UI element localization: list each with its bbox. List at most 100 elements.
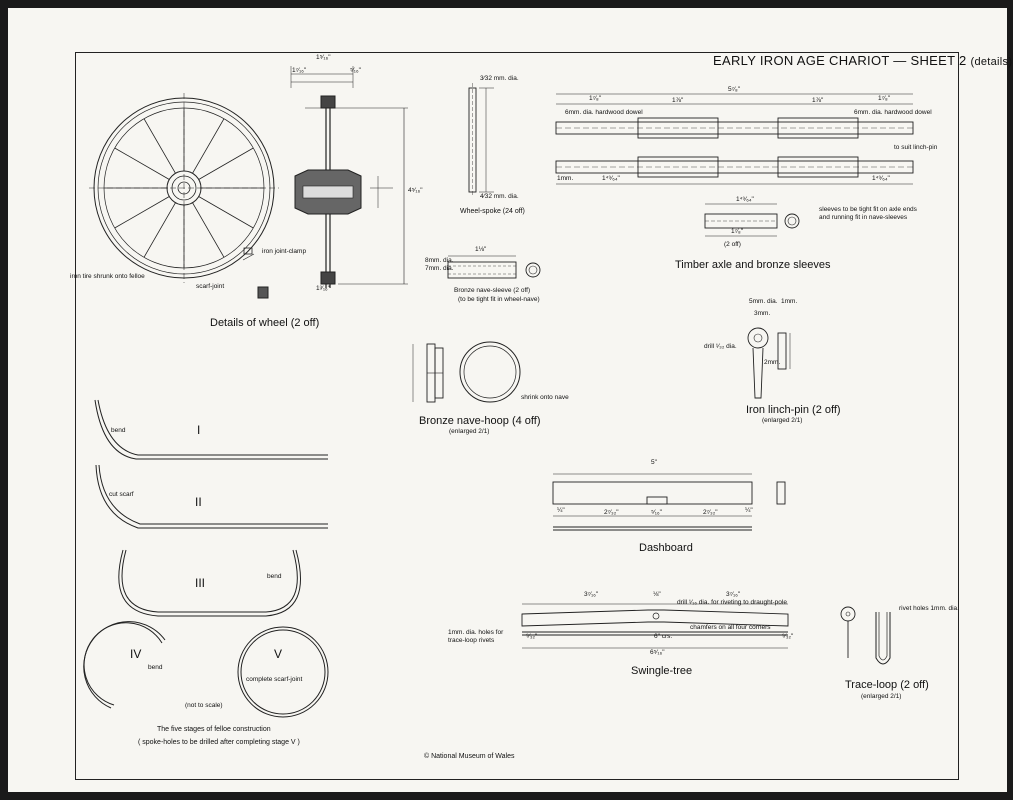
axle-dowel-right: 6mm. dia. hardwood dowel (854, 109, 932, 116)
swingle-dim-c: ⅛" (653, 591, 661, 598)
nave-sleeve-dia2: 7mm. dia. (425, 265, 454, 272)
axle-caption: Timber axle and bronze sleeves (675, 259, 831, 271)
axle-sleeve-note-1: sleeves to be tight fit on axle ends (819, 206, 917, 213)
swingle-chamfer: chamfers on all four corners (690, 624, 771, 631)
drawing-sheet: EARLY IRON AGE CHARIOT — SHEET 2 (detail… (8, 8, 1012, 792)
dashboard-drawing (552, 473, 786, 531)
trace-loop-caption: Trace-loop (2 off) (845, 679, 929, 691)
felloe-caption-2: ( spoke-holes to be drilled after comple… (138, 739, 300, 746)
trace-loop-drawing (840, 606, 891, 665)
joint-clamp-detail (242, 253, 269, 299)
wheel-dim-top: 1⁵⁄₁₆" (316, 54, 331, 61)
nave-hoop-caption: Bronze nave-hoop (4 off) (419, 415, 541, 427)
dashboard-dim-overall: 5" (651, 459, 657, 466)
dashboard-dim-r: ¼" (745, 507, 753, 514)
trace-loop-rivet: rivet holes 1mm. dia. (899, 605, 959, 612)
trace-loop-scale: (enlarged 2/1) (861, 693, 902, 700)
wheel-section-view (290, 66, 408, 288)
felloe-caption-1: The five stages of felloe construction (157, 726, 271, 733)
spoke-caption: Wheel-spoke (24 off) (460, 208, 525, 215)
dashboard-dim-m3: 2⁷⁄₃₂" (703, 509, 718, 516)
wheel-dim-height: 4⁵⁄₁₆" (408, 187, 423, 194)
linch-pin-drill: drill ¹⁄₃₂ dia. (704, 343, 737, 350)
scarf-joint-label: scarf-joint (196, 283, 225, 290)
axle-dim-mm: 1mm. (557, 175, 574, 182)
spoke-bottom-dia: 4⁄32 mm. dia. (480, 193, 519, 200)
axle-dim-sleeve-total: 1⁷⁄₈" (731, 228, 744, 235)
sheet-title: EARLY IRON AGE CHARIOT (713, 53, 890, 68)
felloe-not-to-scale: (not to scale) (185, 702, 223, 709)
felloe-stage-5 (237, 626, 329, 718)
axle-dim-left: 1⁷⁄₈" (589, 95, 602, 102)
dashboard-dim-m2: ⁵⁄₁₆" (651, 509, 662, 516)
linch-pin-drawing (747, 327, 791, 399)
swingle-drill: drill ¹⁄₁₆ dia. for riveting to draught-… (677, 599, 787, 606)
axle-dim-mid-l: 1⅞" (672, 97, 684, 104)
axle-dim-low-r: 1⁴⁹⁄₆₄" (872, 175, 890, 182)
axle-dim-overall: 5⁷⁄₈" (728, 86, 741, 93)
nave-hoop-scale: (enlarged 2/1) (449, 428, 490, 435)
sheet-label: — SHEET 2 (893, 53, 967, 68)
axle-drawing (555, 93, 914, 237)
felloe-stage-4-label: IV (130, 647, 142, 661)
felloe-bend-label-4: bend (148, 664, 163, 671)
iron-tire-label: iron tire shrunk onto felloe (70, 273, 145, 280)
felloe-stage-2 (95, 464, 328, 529)
felloe-stage-5-label: V (274, 647, 283, 661)
nave-sleeve-caption: Bronze nave-sleeve (2 off) (454, 287, 531, 294)
nave-sleeve-dia1: 8mm. dia. (425, 257, 454, 264)
axle-sleeve-count: (2 off) (724, 241, 741, 248)
nave-sleeve-note: (to be tight fit in wheel-nave) (458, 296, 540, 303)
felloe-bend-label-1: bend (111, 427, 126, 434)
axle-dim-low-l: 1⁴⁹⁄₆₄" (602, 175, 620, 182)
felloe-stage-1-label: I (197, 423, 201, 437)
swingle-dim-crs: 6" crs. (654, 633, 673, 640)
nave-sleeve-length: 1⅛" (475, 246, 487, 253)
swingle-holes-2: trace-loop rivets (448, 637, 495, 644)
swingle-dim-overall: 6⁵⁄₁₆" (650, 649, 665, 656)
swingle-dim-l: 3⁷⁄₁₆" (584, 591, 599, 598)
axle-dim-right: 1⁷⁄₈" (878, 95, 891, 102)
technical-drawing (83, 66, 914, 718)
wheel-dim-right-top: ⁵⁄₁₆" (350, 67, 361, 74)
felloe-stages (83, 399, 329, 718)
swingle-tree-caption: Swingle-tree (631, 665, 693, 677)
linch-pin-dim-a: 5mm. dia. (749, 298, 778, 305)
linch-pin-dim-d: 2mm. (764, 359, 781, 366)
felloe-stage-3 (118, 549, 301, 617)
sheet-note: (details) (970, 56, 1013, 68)
spoke-top-dia: 3⁄32 mm. dia. (480, 75, 519, 82)
dashboard-dim-m1: 2⁷⁄₃₂" (604, 509, 619, 516)
wheel-spoke-drawing (468, 83, 494, 196)
felloe-stage-1 (94, 399, 328, 460)
wheel-front-view (89, 93, 279, 283)
nave-hoop-shrink: shrink onto nave (521, 394, 569, 401)
felloe-bend-label-3: bend (267, 573, 282, 580)
axle-linch-label: to suit linch-pin (894, 144, 938, 151)
dashboard-dim-l: ¼" (557, 507, 565, 514)
wheel-dim-left-top: 1⁷⁄₁₆" (292, 67, 307, 74)
felloe-complete-scarf-label: complete scarf-joint (246, 676, 303, 683)
felloe-cut-scarf-label: cut scarf (109, 491, 134, 498)
axle-dowel-left: 6mm. dia. hardwood dowel (565, 109, 643, 116)
felloe-stage-3-label: III (195, 576, 206, 590)
copyright: © National Museum of Wales (424, 753, 515, 760)
swingle-dim-end-r: ⁹⁄₃₂" (782, 633, 794, 640)
swingle-holes-1: 1mm. dia. holes for (448, 629, 504, 636)
dashboard-caption: Dashboard (639, 542, 693, 554)
linch-pin-dim-c: 3mm. (754, 310, 771, 317)
nave-hoop-drawing (412, 341, 521, 403)
wheel-caption: Details of wheel (2 off) (210, 317, 320, 329)
axle-dim-mid-r: 1⅞" (812, 97, 824, 104)
axle-sleeve-note-2: and running fit in nave-sleeves (819, 214, 908, 221)
linch-pin-dim-b: 1mm. (781, 298, 798, 305)
swingle-dim-r: 3⁷⁄₁₆" (726, 591, 741, 598)
felloe-stage-2-label: II (195, 495, 202, 509)
linch-pin-scale: (enlarged 2/1) (762, 417, 803, 424)
drawing-border (75, 52, 959, 780)
axle-dim-sleeve-len: 1⁴⁹⁄₆₄" (736, 196, 754, 203)
swingle-dim-end-l: ⁹⁄₃₂" (526, 633, 538, 640)
joint-clamp-label: iron joint-clamp (262, 248, 307, 255)
nave-sleeve-drawing (447, 255, 541, 279)
swingle-tree-drawing (521, 603, 789, 649)
